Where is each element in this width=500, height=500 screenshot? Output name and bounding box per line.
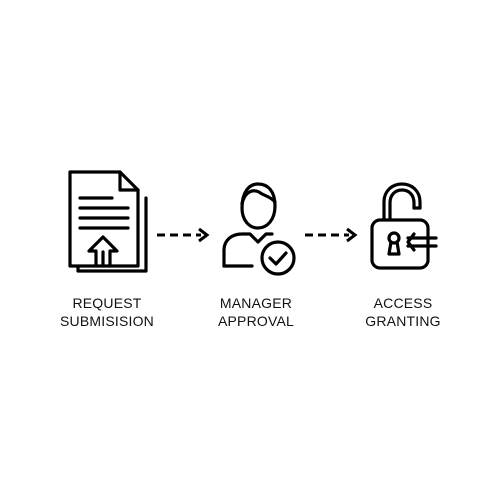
step-label-line: MANAGER xyxy=(219,295,293,311)
dashed-arrow-icon xyxy=(157,227,210,243)
step-label-line: APPROVAL xyxy=(217,313,295,329)
step-label-access-granting: ACCESS GRANTING xyxy=(333,294,473,330)
unlocked-padlock-icon xyxy=(370,182,438,270)
step-label-line: SUBMISISION xyxy=(60,313,154,329)
document-upload-icon xyxy=(68,170,148,273)
step-label-line: ACCESS xyxy=(373,295,433,311)
manager-approval-icon xyxy=(222,182,296,276)
step-label-line: GRANTING xyxy=(365,313,441,329)
step-label-request-submission: REQUEST SUBMISISION xyxy=(37,294,177,330)
step-label-line: REQUEST xyxy=(72,295,142,311)
step-label-manager-approval: MANAGER APPROVAL xyxy=(186,294,326,330)
dashed-arrow-icon xyxy=(305,227,358,243)
